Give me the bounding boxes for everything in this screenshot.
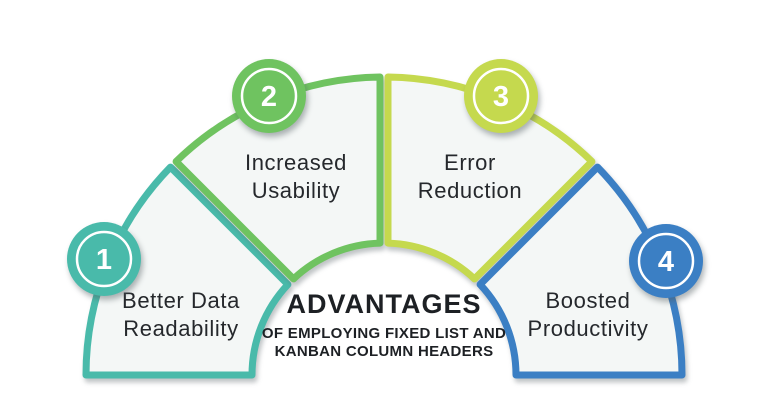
badge-4-number: 4 [658,246,674,278]
badge-1-number: 1 [96,244,112,276]
segment-3-error-reduction: Error Reduction [384,73,596,283]
segment-4-label-line2: Productivity [528,316,649,341]
segment-3-wedge [384,73,596,283]
segment-3-label-line2: Reduction [418,178,522,203]
badge-4: 4 [629,224,703,298]
badge-2: 2 [232,59,306,133]
badge-1: 1 [67,222,141,296]
segment-4-label-line1: Boosted [546,288,631,313]
segment-1-label-line1: Better Data [122,288,240,313]
segment-2-wedge [172,73,384,283]
badge-2-ring [240,67,298,125]
segment-3-label-line1: Error [444,150,496,175]
segment-1-wedge [82,163,292,379]
center-subtitle-line1: OF EMPLOYING FIXED LIST AND [262,325,506,342]
badge-3-number: 3 [493,81,509,113]
center-title: ADVANTAGES [286,289,481,319]
badge-3-ring [472,67,530,125]
badge-1-ring [75,230,133,288]
segment-2-increased-usability: Increased Usability [172,73,384,283]
center-title-block: ADVANTAGES OF EMPLOYING FIXED LIST AND K… [262,289,506,360]
segment-1-label-line2: Readability [123,316,238,341]
segment-1-better-data-readability: Better Data Readability [82,163,292,379]
badge-4-ring [637,232,695,290]
badge-2-number: 2 [261,81,277,113]
segment-2-label-line2: Usability [252,178,341,203]
badge-3: 3 [464,59,538,133]
segment-4-boosted-productivity: Boosted Productivity [476,163,686,379]
segment-2-label-line1: Increased [245,150,347,175]
segment-4-wedge [476,163,686,379]
center-subtitle-line2: KANBAN COLUMN HEADERS [275,343,494,360]
